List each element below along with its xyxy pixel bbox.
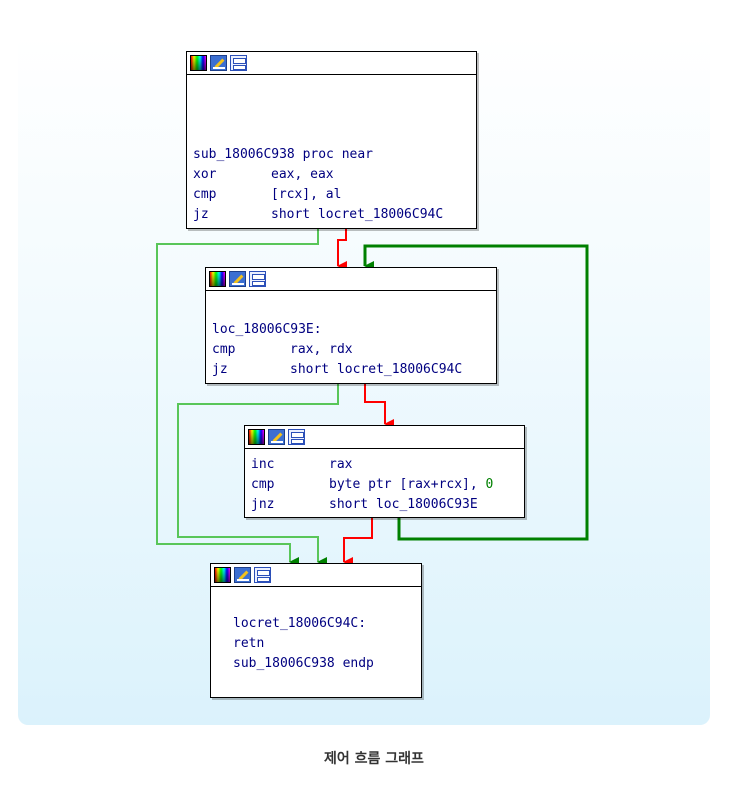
mnemonic: jnz [251,497,275,512]
edge-loop-to-ret [177,383,339,567]
instruction-line: xor eax, eax [193,165,470,185]
figure-caption: 제어 흐름 그래프 [324,751,424,767]
instruction-line: cmp rax, rdx [212,340,490,360]
node-body[interactable]: inc rax cmp byte ptr [rax+rcx], 0 jnz short… [244,425,525,518]
operands: rax [329,457,353,472]
operands: byte ptr [rax+rcx], [329,477,486,492]
edge-entry-to-ret [156,228,319,567]
graph-view-icon[interactable] [288,429,305,445]
instruction-line: jz short locret_18006C94C [193,205,470,225]
node-loop[interactable]: loc_18006C93E: cmp rax, rdx jz short locre… [205,267,497,384]
rename-icon[interactable] [210,55,227,71]
mnemonic: xor [193,167,217,182]
edge-loop-to-body [364,383,394,429]
block-label: locret_18006C94C: [233,616,367,631]
instruction-line: cmp byte ptr [rax+rcx], 0 [251,475,518,495]
instruction-line: cmp [rcx], al [193,185,470,205]
graph-view-icon[interactable] [249,271,266,287]
graph-view-icon[interactable] [254,567,271,583]
graph-view-icon[interactable] [230,55,247,71]
function-label: sub_18006C938 proc near [193,147,374,162]
node-header [245,426,524,449]
edge-body-to-ret [343,517,373,567]
color-palette-icon[interactable] [209,271,226,287]
node-header [187,52,476,75]
node-header [206,268,496,291]
mnemonic: jz [212,362,228,377]
rename-icon[interactable] [234,567,251,583]
instruction-line: inc rax [251,455,518,475]
color-palette-icon[interactable] [248,429,265,445]
node-entry[interactable]: sub_18006C938 proc near xor eax, eax cmp [… [186,51,477,229]
mnemonic: jz [193,207,209,222]
mnemonic: cmp [212,342,236,357]
rename-icon[interactable] [229,271,246,287]
edge-body-to-loop [363,244,589,541]
node-header [211,564,421,587]
instruction-line: retn [233,636,265,651]
color-palette-icon[interactable] [190,55,207,71]
edge-entry-to-loop [337,228,347,271]
color-palette-icon[interactable] [214,567,231,583]
operands: eax, eax [271,167,334,182]
node-return[interactable]: locret_18006C94C: retn sub_18006C938 end… [210,563,422,698]
mnemonic: inc [251,457,275,472]
operands: rax, rdx [290,342,353,357]
rename-icon[interactable] [268,429,285,445]
mnemonic: cmp [251,477,275,492]
function-end-line: sub_18006C938 endp [233,656,374,671]
operands: [rcx], al [271,187,342,202]
mnemonic: cmp [193,187,217,202]
block-label: loc_18006C93E: [212,322,322,337]
operands: short loc_18006C93E [329,497,478,512]
immediate-value: 0 [485,477,494,492]
instruction-line: jz short locret_18006C94C [212,360,490,380]
instruction-line: jnz short loc_18006C93E [251,495,518,515]
operands: short locret_18006C94C [271,207,444,222]
operands: short locret_18006C94C [290,362,463,377]
